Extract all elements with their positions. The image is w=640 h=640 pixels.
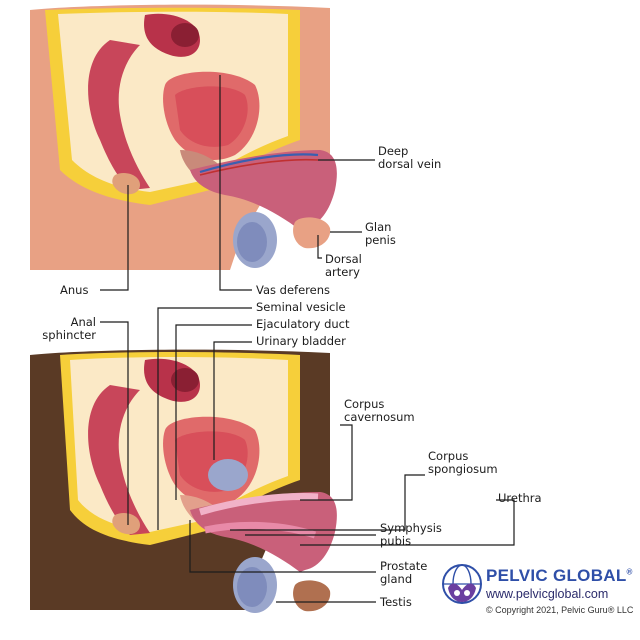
- logo-copyright: © Copyright 2021, Pelvic Guru® LLC: [486, 605, 634, 615]
- top-panel: [30, 4, 337, 275]
- rectum-top: [88, 40, 150, 190]
- leader-anal-sphincter: [100, 321, 129, 525]
- leader-dorsal-artery: [317, 235, 322, 259]
- label-ejaculatory-duct: Ejaculatory duct: [256, 317, 350, 331]
- label-corpus-cavernosum: Corpus cavernosum: [344, 397, 415, 424]
- label-symphysis-pubis: Symphysis pubis: [380, 521, 442, 548]
- leader-corpus-cavernosum: [300, 424, 353, 501]
- label-urethra: Urethra: [498, 491, 542, 505]
- label-corpus-spongiosum: Corpus spongiosum: [428, 449, 498, 476]
- penis-top: [190, 150, 337, 230]
- leader-prostate-gland: [189, 520, 376, 573]
- bottom-panel: [30, 349, 337, 613]
- leader-vas-deferens: [219, 75, 252, 291]
- leader-ejaculatory-duct: [175, 324, 252, 500]
- label-testis: Testis: [380, 595, 412, 609]
- label-glan-penis: Glan penis: [365, 220, 396, 247]
- leader-urethra: [300, 499, 515, 546]
- pelvis-logo-icon: [442, 564, 482, 604]
- leader-seminal-vesicle: [157, 307, 252, 530]
- label-urinary-bladder: Urinary bladder: [256, 334, 346, 348]
- leader-corpus-spongiosum: [230, 474, 425, 531]
- penis-bottom: [190, 492, 337, 572]
- label-seminal-vesicle: Seminal vesicle: [256, 300, 346, 314]
- label-prostate-gland: Prostate gland: [380, 559, 428, 586]
- label-dorsal-artery: Dorsal artery: [325, 252, 362, 279]
- rectum-bottom: [88, 385, 150, 535]
- logo-brand-name: PELVIC GLOBAL®: [486, 566, 633, 585]
- leader-anus: [100, 185, 129, 291]
- label-deep-dorsal-vein: Deep dorsal vein: [378, 144, 442, 171]
- leader-lines: [100, 75, 515, 603]
- label-vas-deferens: Vas deferens: [256, 283, 330, 297]
- glans-bottom: [293, 580, 331, 612]
- leader-urinary-bladder: [213, 341, 252, 460]
- label-anal-sphincter: Anal sphincter: [42, 315, 96, 342]
- logo-url: www.pelvicglobal.com: [486, 587, 609, 601]
- label-anus: Anus: [60, 283, 89, 297]
- pelvic-global-logo: PELVIC GLOBAL® www.pelvicglobal.com © Co…: [440, 562, 636, 634]
- glans-top: [293, 217, 331, 249]
